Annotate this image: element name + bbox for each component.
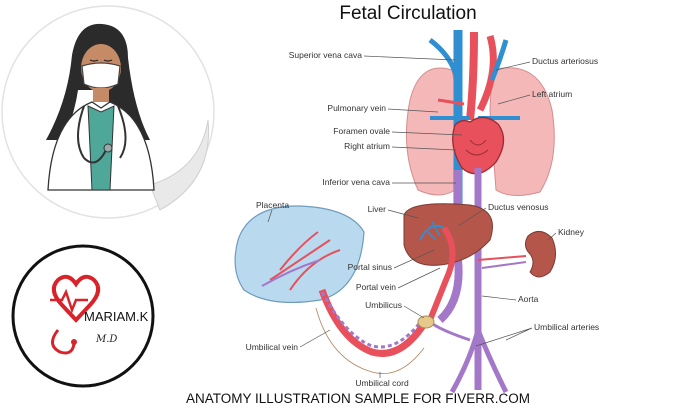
label-superior-vena-cava: Superior vena cava <box>289 50 363 60</box>
label-liver: Liver <box>368 204 387 214</box>
doctor-illustration <box>46 23 155 191</box>
label-pulmonary-vein: Pulmonary vein <box>327 103 386 113</box>
label-umbilical-arteries: Umbilical arteries <box>534 322 599 332</box>
label-ductus-venosus: Ductus venosus <box>488 202 548 212</box>
fetal-circulation-diagram <box>234 30 556 394</box>
label-portal-sinus: Portal sinus <box>348 262 392 272</box>
label-kidney: Kidney <box>558 227 585 237</box>
diagram-labels: Superior vena cava Ductus arteriosus Lef… <box>246 50 600 388</box>
label-umbilical-cord: Umbilical cord <box>355 378 409 388</box>
heart-stethoscope-logo <box>50 274 101 355</box>
label-portal-vein: Portal vein <box>356 282 396 292</box>
diagram-title: Fetal Circulation <box>339 3 476 24</box>
logo-credential: M.D <box>95 334 117 345</box>
logo-badge: MARIAM.K M.D <box>11 244 155 388</box>
heart <box>452 116 505 175</box>
label-foramen-ovale: Foramen ovale <box>333 126 390 136</box>
label-inferior-vena-cava: Inferior vena cava <box>322 177 390 187</box>
label-ductus-arteriosus: Ductus arteriosus <box>532 56 598 66</box>
leader-lines <box>267 55 557 378</box>
umbilical-cord <box>318 288 427 357</box>
label-right-atrium: Right atrium <box>344 141 390 151</box>
kidney <box>524 231 556 278</box>
label-umbilicus: Umbilicus <box>365 300 402 310</box>
logo-name: MARIAM.K <box>84 309 149 324</box>
label-placenta: Placenta <box>256 200 289 210</box>
left-lung <box>489 67 555 196</box>
label-umbilical-vein: Umbilical vein <box>246 342 299 352</box>
label-aorta: Aorta <box>518 294 539 304</box>
doctor-sticker <box>1 5 215 219</box>
right-lung <box>405 67 461 196</box>
placenta <box>234 205 365 304</box>
label-left-atrium: Left atrium <box>532 89 572 99</box>
caption: ANATOMY ILLUSTRATION SAMPLE FOR FIVERR.C… <box>186 391 530 406</box>
